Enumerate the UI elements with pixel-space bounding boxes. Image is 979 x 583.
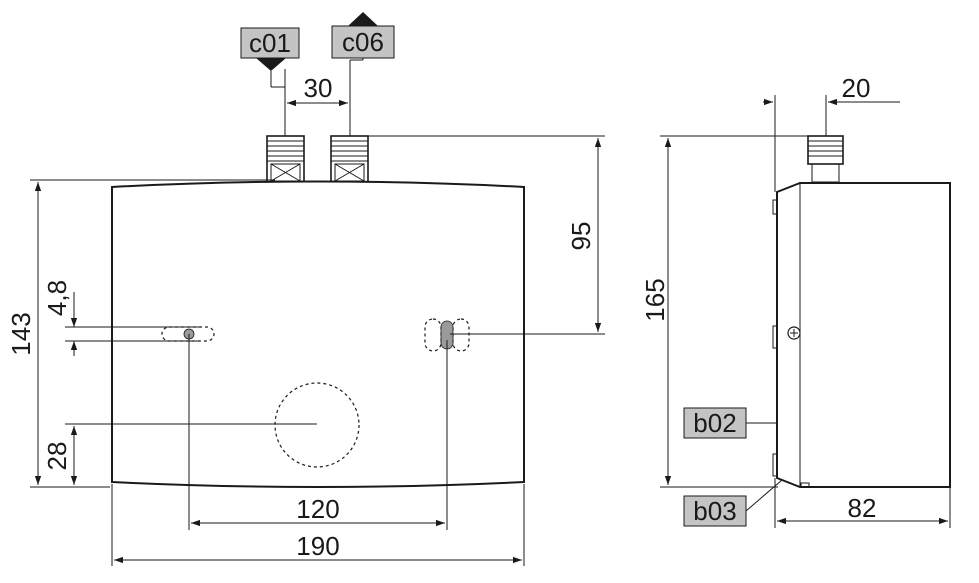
dim-offset-20: 20 (842, 73, 871, 103)
tag-b03: b03 (683, 479, 783, 527)
tag-c01-label: c01 (249, 28, 291, 58)
front-housing (111, 180, 525, 488)
side-housing (776, 182, 951, 488)
dim-pitch-30: 30 (304, 73, 333, 103)
tag-b02-label: b02 (693, 408, 736, 438)
tag-c01: c01 (240, 27, 300, 88)
side-view: 165 82 20 b02 b03 (640, 73, 951, 528)
tag-b02: b02 (683, 407, 777, 439)
cable-entry (274, 382, 360, 468)
tag-c06-label: c06 (342, 27, 384, 57)
fitting-right (330, 135, 369, 183)
front-view: 190 120 143 28 4,8 95 30 c01 c06 (6, 12, 605, 566)
screw-icon (787, 326, 801, 340)
dim-lower-28: 28 (42, 442, 72, 471)
dim-width-190: 190 (296, 531, 339, 561)
tag-c06: c06 (331, 12, 395, 61)
dim-height-165: 165 (640, 278, 670, 321)
tag-b03-label: b03 (693, 496, 736, 526)
dim-fitting-95: 95 (566, 222, 596, 251)
dim-hole-4-8: 4,8 (42, 280, 72, 316)
dim-spacing-120: 120 (296, 494, 339, 524)
dim-height-143: 143 (6, 312, 36, 355)
fitting-left (266, 135, 305, 183)
side-fitting (807, 135, 844, 183)
dim-depth-82: 82 (848, 493, 877, 523)
